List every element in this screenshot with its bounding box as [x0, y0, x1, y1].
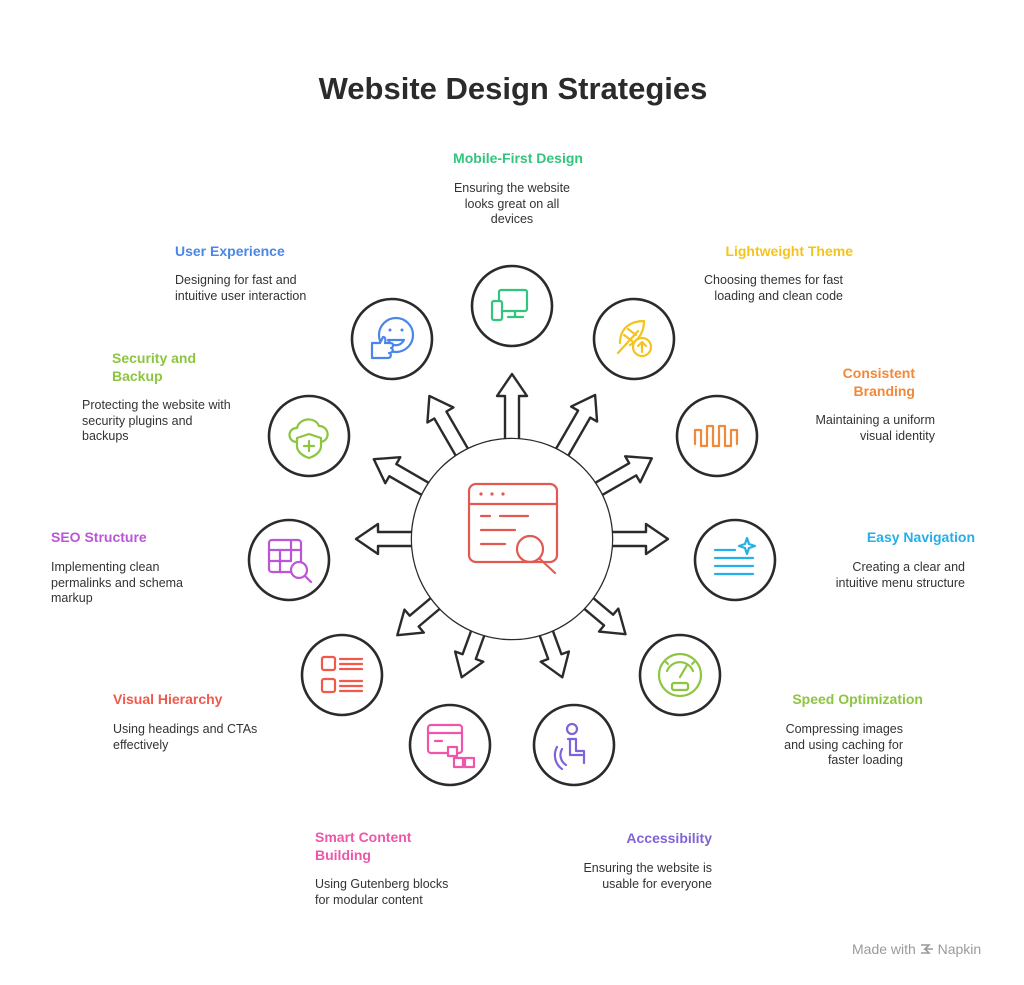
node-title-accessibility: Accessibility — [626, 830, 712, 846]
node-desc-speed: Compressing images and using caching for… — [784, 722, 903, 767]
node-accessibility — [532, 703, 616, 787]
web-search-icon — [467, 482, 559, 575]
node-branding — [675, 394, 759, 478]
devices-icon — [490, 288, 529, 322]
node-ring-branding — [675, 394, 759, 478]
node-desc-seo: Implementing clean permalinks and schema… — [51, 560, 184, 605]
wave-pattern-icon — [693, 424, 739, 448]
layout-list-icon — [320, 655, 364, 694]
node-ring-navigation — [693, 518, 777, 602]
cloud-shield-icon — [288, 418, 329, 460]
accessible-user-icon — [553, 722, 586, 771]
node-title-seo: SEO Structure — [51, 529, 147, 545]
speedometer-icon — [657, 652, 703, 698]
arrow-theme — [551, 393, 599, 463]
node-ring-mobile — [470, 264, 554, 348]
napkin-brand: Napkin — [937, 941, 982, 957]
arrow-navigation — [604, 522, 670, 556]
made-with-napkin: Made with Napkin — [852, 941, 981, 957]
node-title-mobile: Mobile-First Design — [453, 150, 583, 166]
arrow-security — [372, 456, 436, 500]
node-ux — [350, 297, 434, 381]
node-title-content: Smart Content Building — [315, 829, 412, 863]
content-blocks-icon — [426, 723, 476, 769]
node-theme — [592, 297, 676, 381]
feather-upload-icon — [616, 319, 653, 358]
node-security — [267, 394, 351, 478]
node-ring-hierarchy — [300, 633, 384, 717]
node-desc-content: Using Gutenberg blocks for modular conte… — [315, 877, 449, 907]
menu-sparkle-icon — [713, 536, 757, 576]
node-title-theme: Lightweight Theme — [725, 243, 853, 259]
node-ring-content — [408, 703, 492, 787]
node-desc-ux: Designing for fast and intuitive user in… — [175, 273, 307, 303]
node-mobile — [470, 264, 554, 348]
napkin-logo-icon — [920, 941, 934, 957]
node-desc-security: Protecting the website with security plu… — [82, 398, 231, 443]
node-title-speed: Speed Optimization — [792, 691, 923, 707]
node-desc-mobile: Ensuring the website looks great on all … — [453, 181, 571, 226]
node-desc-branding: Maintaining a uniform visual identity — [815, 413, 935, 443]
table-search-icon — [267, 538, 313, 584]
node-desc-hierarchy: Using headings and CTAs effectively — [113, 722, 258, 752]
arrow-branding — [588, 455, 653, 500]
arrow-seo — [354, 522, 420, 556]
node-title-navigation: Easy Navigation — [866, 529, 975, 545]
page-title: Website Design Strategies — [319, 71, 708, 106]
node-content — [408, 703, 492, 787]
node-ring-theme — [592, 297, 676, 381]
node-desc-navigation: Creating a clear and intuitive menu stru… — [835, 560, 965, 590]
node-desc-theme: Choosing themes for fast loading and cle… — [704, 273, 843, 303]
smiley-thumbsup-icon — [370, 316, 415, 360]
node-speed — [638, 633, 722, 717]
node-desc-accessibility: Ensuring the website is usable for every… — [583, 861, 712, 891]
node-ring-accessibility — [532, 703, 616, 787]
node-title-ux: User Experience — [175, 243, 285, 259]
strategy-icons — [247, 264, 777, 787]
node-hierarchy — [300, 633, 384, 717]
node-title-branding: Consistent Branding — [842, 365, 915, 399]
node-title-security: Security and Backup — [112, 350, 197, 384]
node-seo — [247, 518, 331, 602]
node-navigation — [693, 518, 777, 602]
arrow-ux — [426, 394, 473, 463]
center-hub — [412, 439, 612, 639]
arrow-mobile — [495, 372, 529, 447]
node-title-hierarchy: Visual Hierarchy — [113, 691, 223, 707]
made-with-text: Made with — [852, 941, 916, 957]
